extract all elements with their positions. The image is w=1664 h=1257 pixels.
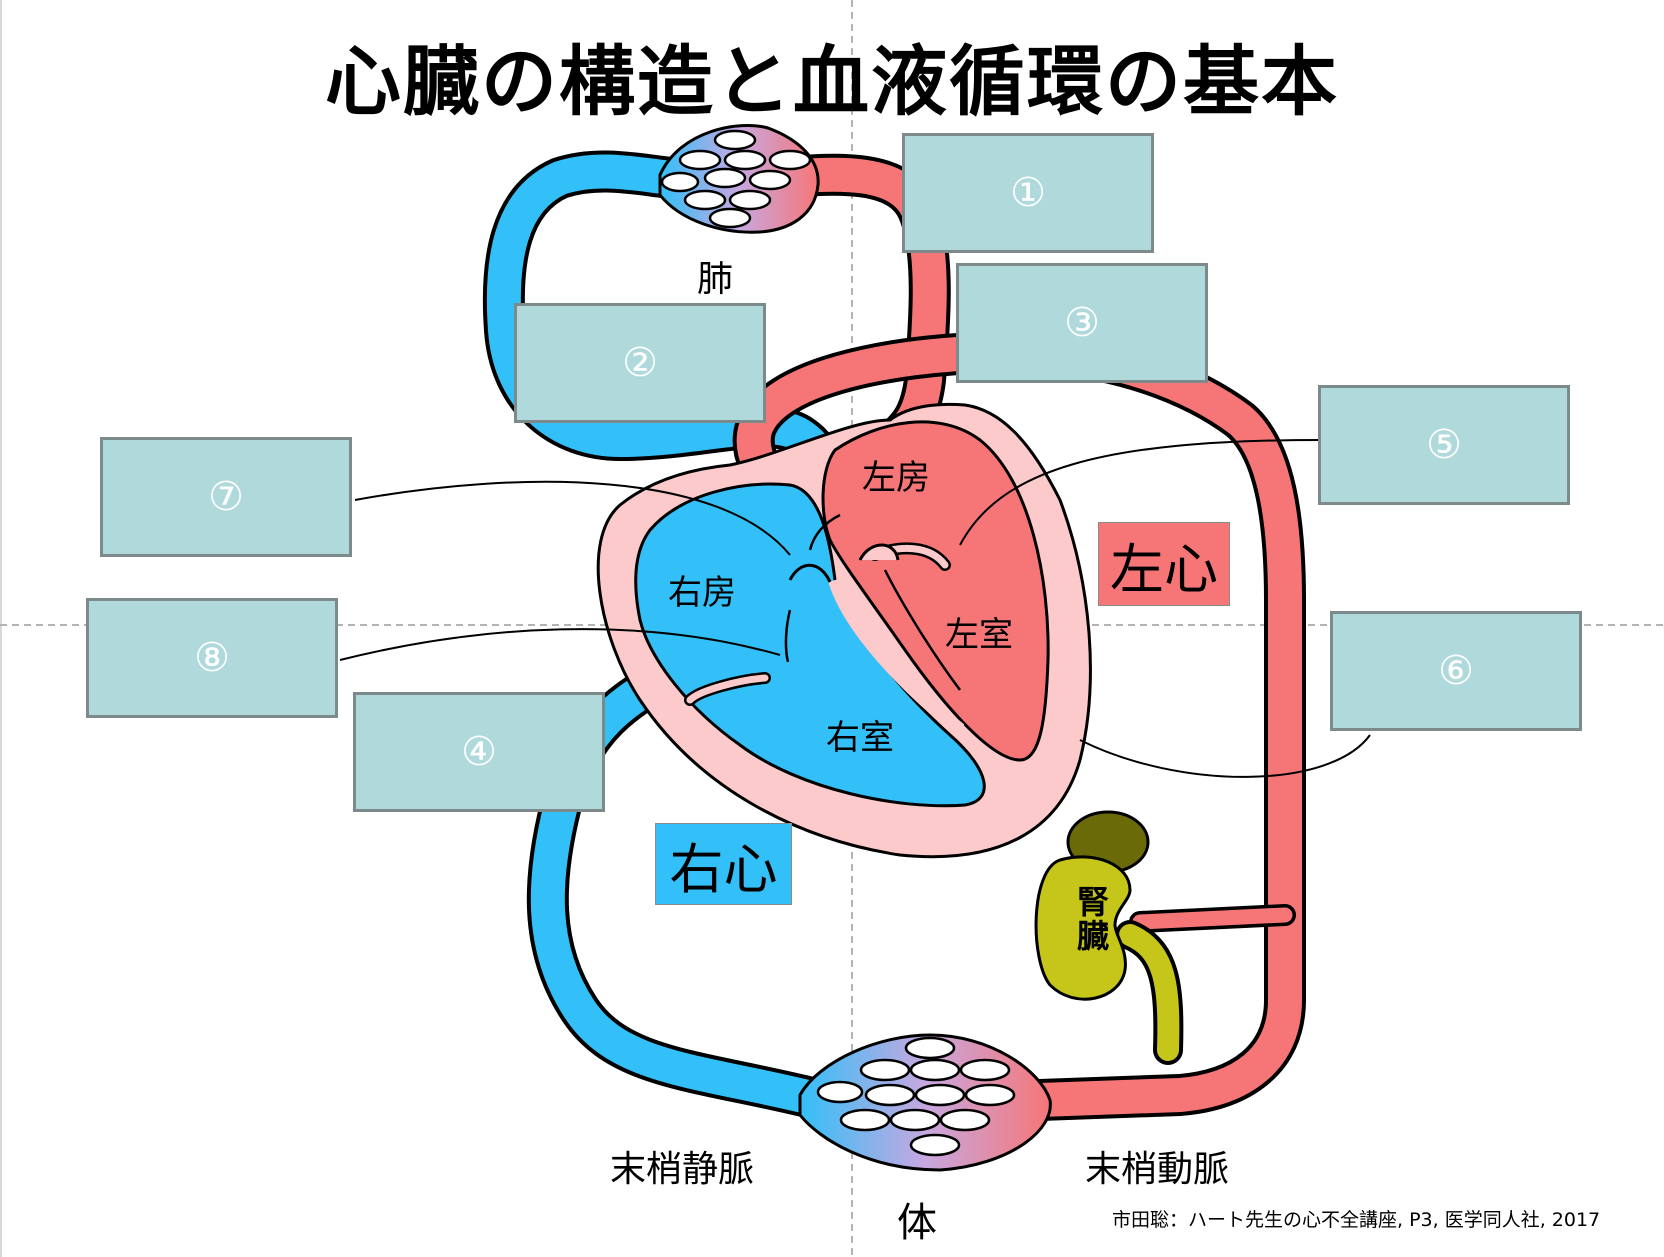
blank-box-2[interactable]: ②: [514, 303, 766, 423]
lung-label: 肺: [697, 259, 734, 300]
lung-alveoli: [660, 129, 812, 229]
right-atrium-label: 右房: [668, 573, 736, 613]
blank-box-3[interactable]: ③: [956, 263, 1208, 383]
right-heart-tag: 右心: [655, 823, 792, 905]
tricuspid-valve: [686, 674, 769, 704]
interventricular-septum: [828, 577, 965, 736]
blank-box-6[interactable]: ⑥: [1330, 611, 1582, 731]
left-atrium-label: 左房: [862, 458, 930, 498]
kidney: [1034, 855, 1132, 1001]
kidney-label: 腎臓: [1072, 885, 1110, 953]
leader-line-5: [959, 439, 1321, 546]
leader-line-8: [339, 628, 781, 661]
blank-box-1[interactable]: ①: [902, 133, 1154, 253]
diagram-title: 心臓の構造と血液循環の基本: [325, 37, 1339, 126]
pulmonary-valve: [788, 563, 832, 583]
ureter: [1119, 924, 1180, 1061]
blank-box-8[interactable]: ⑧: [86, 598, 338, 718]
peripheral-vein-label: 末梢静脈: [610, 1149, 755, 1190]
right-ventricle-label: 右室: [826, 718, 894, 758]
body-capillaries: [816, 1036, 1016, 1157]
leader-lines: [339, 439, 1371, 778]
leader-line-6: [1079, 734, 1371, 778]
peripheral-artery-label: 末梢動脈: [1085, 1149, 1230, 1190]
blank-box-5[interactable]: ⑤: [1318, 385, 1570, 505]
citation: 市田聡：ハート先生の心不全講座, P3, 医学同人社, 2017: [1112, 1209, 1601, 1231]
blank-box-7[interactable]: ⑦: [100, 437, 352, 557]
aortic-valve: [858, 543, 900, 561]
left-heart-tag: 左心: [1098, 522, 1230, 606]
body-label: 体: [897, 1200, 937, 1246]
left-heart-chambers: [821, 420, 1050, 762]
blank-box-4[interactable]: ④: [353, 692, 605, 812]
renal-artery: [1132, 907, 1293, 930]
right-heart-chambers: [634, 482, 986, 808]
leader-line-7: [354, 480, 791, 556]
left-ventricle-label: 左室: [945, 615, 1013, 655]
flow-arrows: [784, 513, 962, 691]
